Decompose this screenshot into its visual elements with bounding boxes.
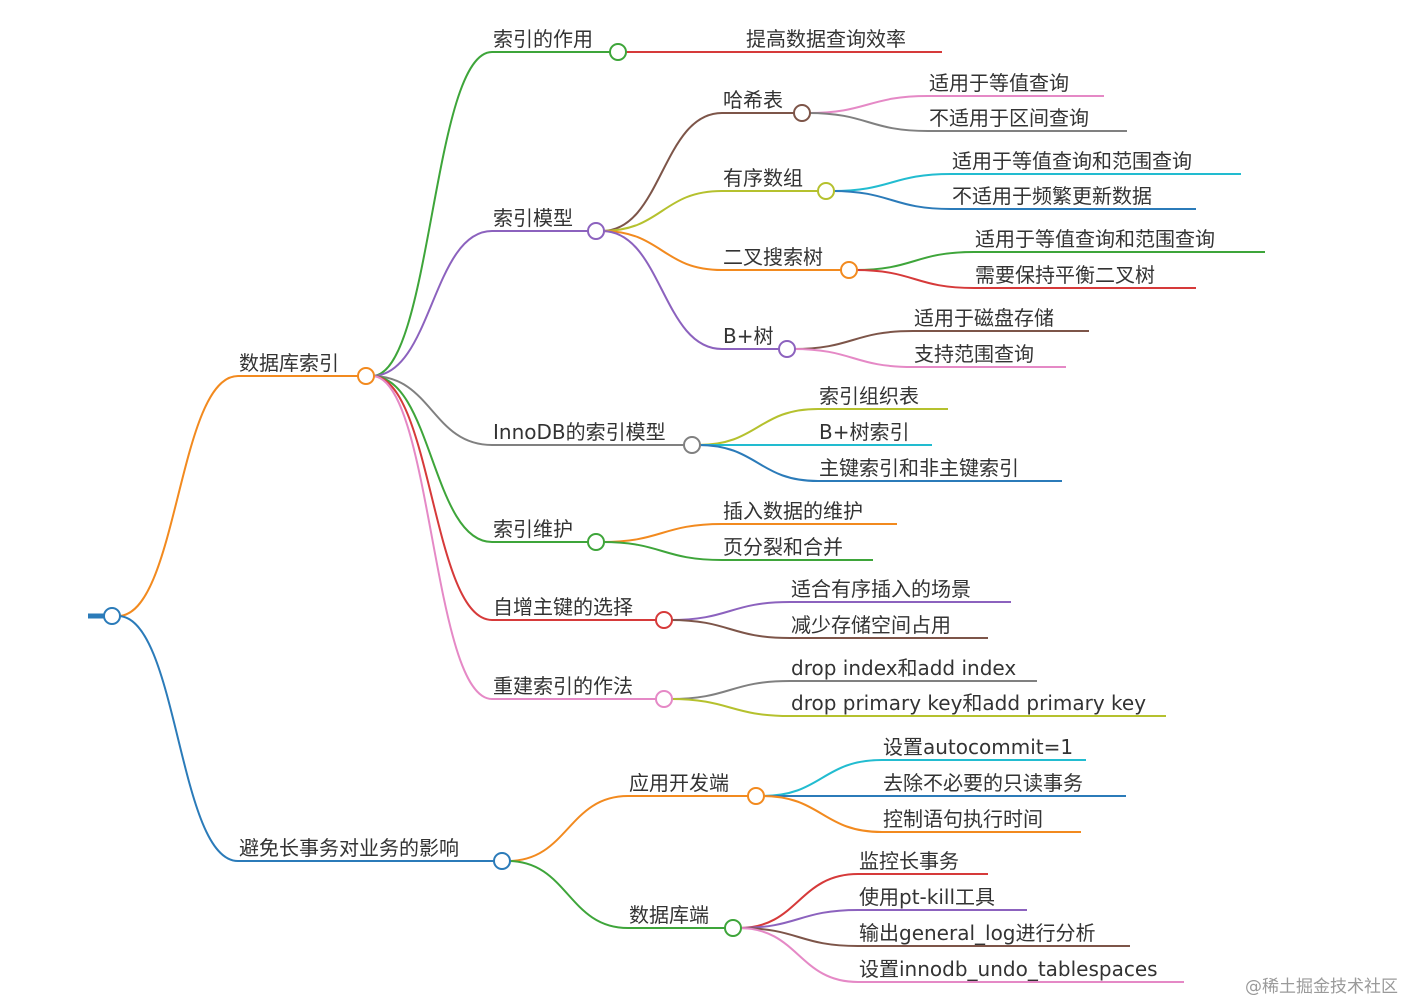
- edge-n1f: [371, 375, 493, 700]
- edge-n1b3: [601, 230, 723, 271]
- edge-n1b2a: [831, 173, 952, 192]
- edge-n1b4: [601, 230, 723, 350]
- mindmap-edges: [88, 50, 975, 983]
- node-label-n2a3: 控制语句执行时间: [883, 807, 1043, 831]
- edge-n1f1: [669, 680, 791, 700]
- watermark: @稀土掘金技术社区: [1245, 977, 1398, 997]
- edge-n1f2: [669, 698, 791, 717]
- node-label-n2a1: 设置autocommit=1: [883, 735, 1073, 759]
- edge-n2a1: [761, 759, 883, 797]
- node-label-n1b1a: 适用于等值查询: [929, 71, 1069, 95]
- edge-n1c1: [697, 408, 819, 446]
- edge-n1b2: [601, 190, 723, 232]
- edge-n1b3b: [854, 269, 975, 289]
- node-label-n1b3b: 需要保持平衡二叉树: [975, 263, 1155, 287]
- node-label-n1d2: 页分裂和合并: [723, 535, 843, 559]
- edge-n1b4a: [792, 330, 914, 350]
- node-label-n2b2: 使用pt-kill工具: [859, 885, 995, 909]
- node-label-n1b: 索引模型: [493, 206, 573, 230]
- edge-n1b1: [601, 112, 723, 232]
- node-toggle-n2a[interactable]: [747, 787, 765, 805]
- edge-n2b: [507, 860, 629, 929]
- node-label-n1b2a: 适用于等值查询和范围查询: [952, 149, 1192, 173]
- edge-n2b4: [738, 927, 859, 983]
- node-label-n1b4b: 支持范围查询: [914, 342, 1034, 366]
- node-toggle-n1a[interactable]: [609, 43, 627, 61]
- node-label-n1e1: 适合有序插入的场景: [791, 577, 971, 601]
- node-label-n2b4: 设置innodb_undo_tablespaces: [859, 957, 1158, 981]
- node-toggle-n1b4[interactable]: [778, 340, 796, 358]
- mindmap-nodes: [103, 43, 858, 937]
- node-label-n2b: 数据库端: [629, 903, 709, 927]
- node-toggle-n1b3[interactable]: [840, 261, 858, 279]
- node-label-n1c3: 主键索引和非主键索引: [819, 456, 1019, 480]
- node-label-n1d: 索引维护: [493, 517, 573, 541]
- node-label-n1b2: 有序数组: [723, 166, 803, 190]
- edge-n2a3: [761, 795, 883, 833]
- edge-n1: [117, 375, 239, 617]
- node-label-n1d1: 插入数据的维护: [723, 499, 863, 523]
- node-label-n2: 避免长事务对业务的影响: [239, 836, 459, 860]
- node-label-n1c1: 索引组织表: [819, 384, 919, 408]
- node-label-n1a: 索引的作用: [493, 27, 593, 51]
- edge-n1d2: [601, 541, 723, 561]
- node-toggle-n1c[interactable]: [683, 436, 701, 454]
- edge-n2a: [507, 795, 629, 862]
- edge-n2b3: [738, 927, 859, 947]
- node-toggle-n2[interactable]: [493, 852, 511, 870]
- node-label-n1b4a: 适用于磁盘存储: [914, 306, 1054, 330]
- node-label-n1: 数据库索引: [239, 351, 339, 375]
- node-toggle-n1d[interactable]: [587, 533, 605, 551]
- node-toggle-n1b1[interactable]: [793, 104, 811, 122]
- edge-n2: [117, 615, 239, 862]
- edge-n1b3a: [854, 251, 975, 271]
- node-label-n1f1: drop index和add index: [791, 656, 1016, 680]
- edge-n1b1b: [807, 112, 929, 132]
- edge-n1e1: [669, 601, 791, 621]
- node-toggle-n1e[interactable]: [655, 611, 673, 629]
- node-toggle-n1b2[interactable]: [817, 182, 835, 200]
- root-node[interactable]: [103, 607, 121, 625]
- node-label-n1c: InnoDB的索引模型: [493, 420, 666, 444]
- edge-n1e: [371, 375, 493, 621]
- node-label-n1f2: drop primary key和add primary key: [791, 691, 1146, 715]
- node-toggle-n1b[interactable]: [587, 222, 605, 240]
- node-toggle-n1f[interactable]: [655, 690, 673, 708]
- node-label-n1b3a: 适用于等值查询和范围查询: [975, 227, 1215, 251]
- node-label-n2a: 应用开发端: [629, 771, 729, 795]
- edge-n1c3: [697, 444, 819, 482]
- node-label-n1a1: 提高数据查询效率: [746, 27, 906, 51]
- node-label-n2b3: 输出general_log进行分析: [859, 921, 1096, 945]
- node-label-n1b1b: 不适用于区间查询: [929, 106, 1089, 130]
- edge-n2b2: [738, 909, 859, 929]
- edge-n1b2b: [831, 190, 952, 210]
- node-label-n1e: 自增主键的选择: [493, 595, 633, 619]
- edge-n1b1a: [807, 95, 929, 114]
- node-label-n2a2: 去除不必要的只读事务: [883, 771, 1083, 795]
- node-label-n1b4: B+树: [723, 324, 773, 348]
- edge-n1a: [371, 51, 493, 377]
- edge-n1b4b: [792, 348, 914, 368]
- node-label-n1e2: 减少存储空间占用: [791, 613, 951, 637]
- edge-n1b: [371, 230, 493, 377]
- node-label-n2b1: 监控长事务: [859, 849, 959, 873]
- node-toggle-n2b[interactable]: [724, 919, 742, 937]
- mindmap-underlines: [238, 51, 1265, 983]
- edge-n1c: [371, 375, 493, 446]
- node-label-n1b3: 二叉搜索树: [723, 245, 823, 269]
- edge-n1d: [371, 375, 493, 543]
- node-label-n1b2b: 不适用于频繁更新数据: [952, 184, 1152, 208]
- node-label-n1c2: B+树索引: [819, 420, 909, 444]
- node-label-n1b1: 哈希表: [723, 88, 783, 112]
- node-label-n1f: 重建索引的作法: [493, 674, 633, 698]
- node-toggle-n1[interactable]: [357, 367, 375, 385]
- edge-n1e2: [669, 619, 791, 639]
- edge-n1d1: [601, 523, 723, 543]
- edge-n2b1: [738, 873, 859, 929]
